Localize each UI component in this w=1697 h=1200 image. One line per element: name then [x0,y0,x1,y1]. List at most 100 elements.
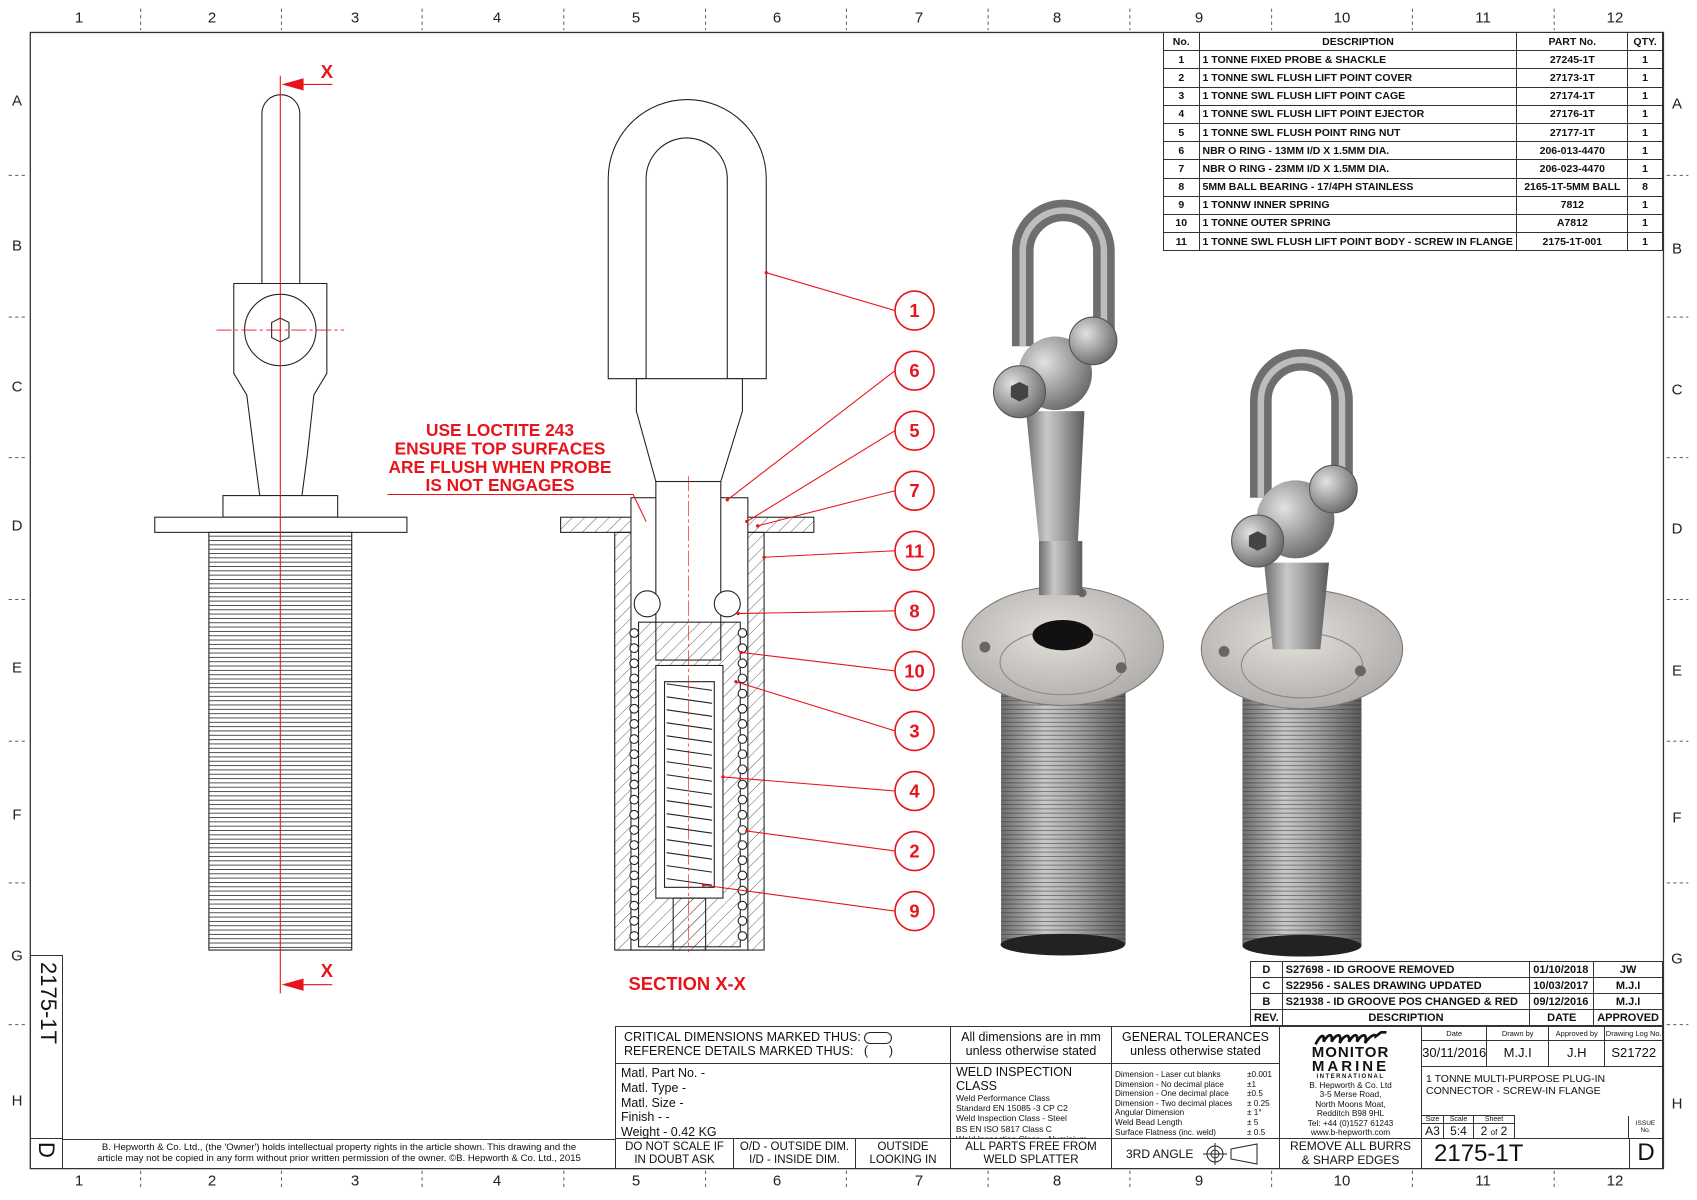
revision-rev: C [1250,977,1283,994]
grid-column-label: 10 [1333,9,1351,27]
third-angle-projection-icon [1203,1142,1258,1165]
grid-row-label: C [1671,381,1683,399]
outer-spring-coil [629,870,640,881]
outer-spring-coil [629,855,640,866]
units-line: All dimensions are in mm [961,1030,1101,1045]
bom-qty: 1 [1627,68,1663,88]
revision-rev: D [1250,961,1283,978]
leader-line [726,370,896,501]
meta-value: 30/11/2016 [1422,1045,1487,1060]
bom-description: 1 TONNE SWL FLUSH LIFT POINT CAGE [1198,86,1518,106]
balloon-circle [894,770,935,812]
projection-text: 3RD ANGLE [1126,1146,1194,1161]
leader-line [703,884,896,912]
revision-date: 10/03/2017 [1529,977,1595,994]
grid-column-label: 8 [1052,1172,1062,1190]
tolerance-row: Dimension - Two decimal places± 0.25 [1115,1099,1277,1109]
outer-spring-coil [737,643,748,654]
bom-description: 1 TONNE SWL FLUSH LIFT POINT BODY - SCRE… [1198,232,1518,252]
revision-approved: M.J.I [1593,977,1663,994]
material-line: Finish - - [621,1110,670,1125]
leader-line [738,610,896,615]
grid-row-label: F [1672,809,1682,827]
bom-no: 9 [1163,195,1200,215]
grid-column-label: 10 [1333,1172,1351,1190]
spring-coil [666,683,713,691]
weld-line: Weld Inspection Class - Steel [956,1113,1067,1124]
outer-spring-coil [737,749,748,760]
outer-spring-coil [629,628,640,638]
grid-column-label: 1 [74,9,84,27]
leader-line [746,830,896,852]
bom-no: 5 [1163,122,1200,143]
ball-bearing-right [713,590,741,618]
side-issue-cell: D [30,1138,63,1169]
grid-column-label: 5 [631,9,641,27]
meta-value: M.J.I [1503,1045,1532,1060]
balloon-circle [894,290,935,331]
section-title: SECTION X-X [629,973,747,994]
outer-spring-coil [629,779,640,790]
address-line: B. Hepworth & Co. Ltd [1309,1079,1392,1090]
grid-column-label: 3 [350,1172,360,1190]
outer-spring-coil [629,764,640,775]
rev-header-date: DATE [1529,1009,1595,1026]
material-line: Matl. Size - [621,1095,684,1110]
grid-row-label: D [1671,520,1683,538]
tolerance-value: ±0.001 [1247,1070,1272,1079]
tolerance-label: Dimension - One decimal place [1115,1089,1229,1099]
tolerance-value: ± 0.5 [1247,1127,1266,1137]
logo-line: MARINE [1311,1057,1390,1075]
grid-column-label: 4 [492,9,502,27]
bom-part: 27174-1T [1516,86,1629,106]
balloon-number: 10 [904,660,924,681]
bom-no: 8 [1163,177,1200,197]
grid-column-label: 8 [1052,9,1062,27]
outer-spring-coil [737,931,748,941]
bom-no: 3 [1163,86,1200,106]
burrs-line: & SHARP EDGES [1301,1152,1400,1167]
spring-coil [666,865,713,873]
bom-part: 2175-1T-001 [1516,232,1629,252]
leader-dot [755,524,760,528]
balloon-number: 4 [909,780,920,801]
outer-spring-coil [737,794,748,805]
leader-line [766,272,896,312]
balloon-callout: 9 [701,883,935,932]
grid-column-label: 12 [1606,9,1624,27]
sheet-total: 2 [1500,1124,1508,1138]
grid-row-label: E [11,659,23,677]
grid-column-label: 3 [350,9,360,27]
outer-spring-coil [737,840,748,850]
balloon-number: 11 [905,540,924,561]
meta-log: Drawing Log No.S21722 [1605,1027,1662,1066]
bom-part: 27245-1T [1516,50,1629,70]
tolerance-value: ± 1° [1247,1108,1262,1118]
grid-column-label: 2 [207,1172,217,1190]
revision-approved: JW [1593,961,1663,978]
outer-spring-coil [629,915,640,926]
grid-column-label: 6 [772,9,782,27]
address-line: 3-5 Merse Road, [1319,1089,1382,1100]
grid-column-label: 11 [1475,1172,1491,1190]
outer-spring-coil [737,658,748,669]
section-arrow-bottom [281,978,333,991]
tolerance-label: Dimension - Two decimal places [1115,1098,1233,1108]
bom-part: 206-023-4470 [1516,159,1629,179]
grid-column-label: 7 [914,9,924,27]
outer-spring-coil [737,734,748,744]
